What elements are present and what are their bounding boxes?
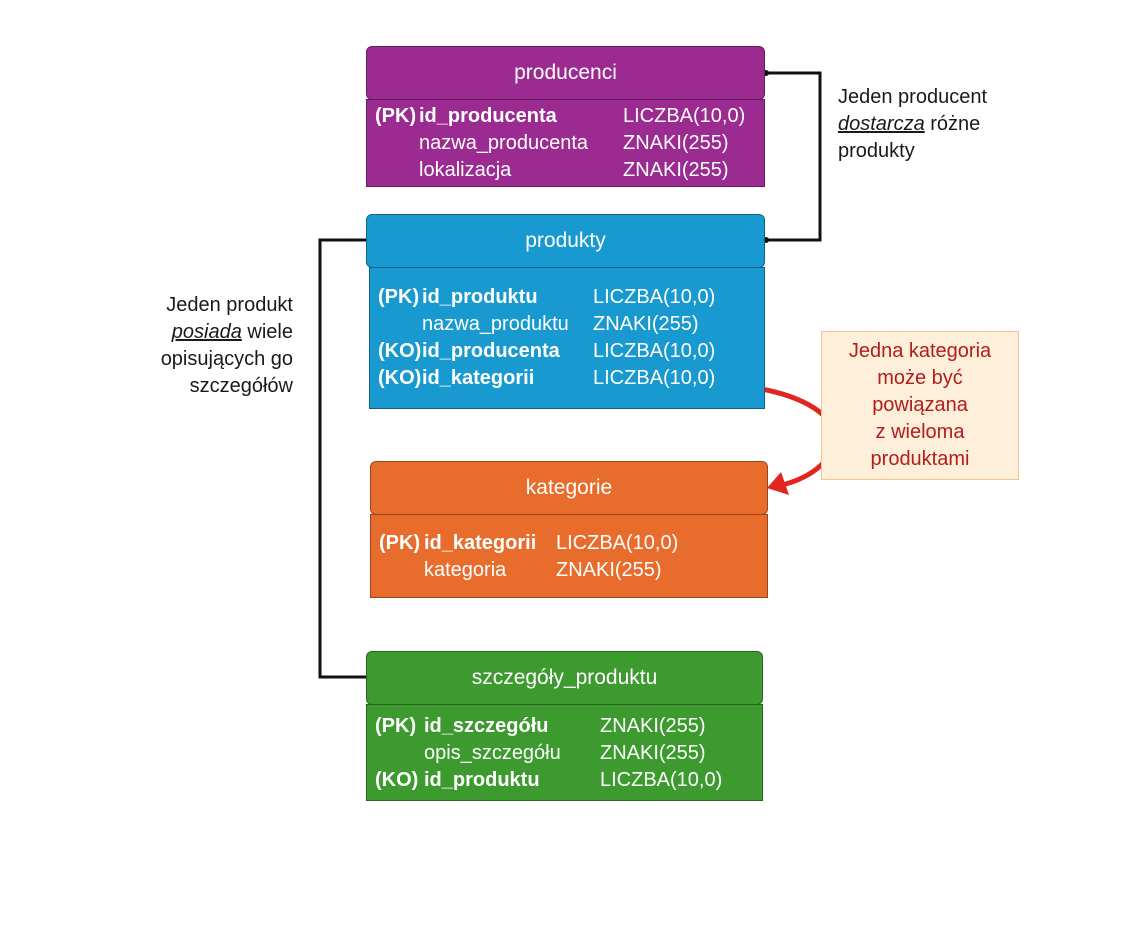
attribute-type: ZNAKI(255) [623, 159, 729, 181]
entity-body-produkty: (PK) id_produktu LICZBA(10,0) nazwa_prod… [369, 267, 765, 409]
note-line: posiada wiele [120, 319, 293, 346]
entity-header-kategorie: kategorie [370, 461, 768, 515]
attribute-row: (PK) id_producenta LICZBA(10,0) [367, 103, 764, 130]
callout-line: Jedna kategoria [848, 340, 992, 362]
key-label: (KO) [378, 367, 422, 389]
key-label: (PK) [375, 105, 417, 127]
entity-body-producenci: (PK) id_producenta LICZBA(10,0) nazwa_pr… [366, 99, 765, 187]
attribute-type: LICZBA(10,0) [593, 367, 716, 389]
note-text: różne [924, 113, 981, 135]
entity-kategorie: kategorie (PK) id_kategorii LICZBA(10,0)… [370, 461, 768, 598]
attribute-name: kategoria [424, 559, 507, 581]
key-label: (PK) [378, 286, 420, 308]
attribute-type: LICZBA(10,0) [600, 769, 723, 791]
note-line: Jeden produkt [166, 294, 293, 316]
attribute-name: nazwa_producenta [419, 132, 589, 154]
attribute-type: ZNAKI(255) [600, 742, 706, 764]
attribute-row: nazwa_produktu ZNAKI(255) [370, 311, 764, 338]
entity-header-szczegoly-produktu: szczegóły_produktu [366, 651, 763, 705]
note-line: dostarcza różne [838, 111, 987, 138]
attribute-type: LICZBA(10,0) [556, 532, 679, 554]
entity-header-produkty: produkty [366, 214, 765, 268]
callout-line: produktami [870, 448, 970, 470]
entity-title: szczegóły_produktu [471, 666, 658, 689]
attribute-type: LICZBA(10,0) [593, 340, 716, 362]
attribute-type: ZNAKI(255) [556, 559, 662, 581]
attribute-type: ZNAKI(255) [623, 132, 729, 154]
note-line: opisujących go [160, 348, 293, 370]
note-emphasis: dostarcza [838, 113, 925, 135]
attribute-row: (KO) id_producenta LICZBA(10,0) [370, 338, 764, 365]
entity-title: kategorie [525, 476, 613, 499]
callout-line: z wieloma [875, 421, 965, 443]
key-label: (KO) [375, 769, 419, 791]
attribute-name: opis_szczegółu [424, 742, 561, 764]
key-label: (PK) [375, 715, 417, 737]
attribute-name: id_szczegółu [424, 715, 549, 737]
note-emphasis: posiada [171, 321, 242, 343]
entity-body-szczegoly-produktu: (PK) id_szczegółu ZNAKI(255) opis_szczeg… [366, 704, 763, 801]
attribute-name: id_kategorii [424, 532, 537, 554]
entity-produkty: produkty (PK) id_produktu LICZBA(10,0) n… [366, 214, 765, 409]
note-text: wiele [241, 321, 293, 343]
attribute-row: kategoria ZNAKI(255) [371, 557, 767, 584]
attribute-type: ZNAKI(255) [593, 313, 699, 335]
entity-body-kategorie: (PK) id_kategorii LICZBA(10,0) kategoria… [370, 514, 768, 598]
category-callout: Jedna kategoria może być powiązana z wie… [821, 331, 1019, 480]
attribute-type: LICZBA(10,0) [623, 105, 746, 127]
attribute-type: ZNAKI(255) [600, 715, 706, 737]
entity-header-producenci: producenci [366, 46, 765, 100]
attribute-type: LICZBA(10,0) [593, 286, 716, 308]
entity-title: produkty [525, 229, 606, 252]
attribute-name: id_produktu [422, 286, 538, 308]
note-producer-supplies: Jeden producent dostarcza różne produkty [838, 84, 987, 165]
attribute-row: (PK) id_kategorii LICZBA(10,0) [371, 530, 767, 557]
entity-szczegoly-produktu: szczegóły_produktu (PK) id_szczegółu ZNA… [366, 651, 763, 801]
attribute-name: nazwa_produktu [422, 313, 569, 335]
entity-title: producenci [514, 61, 617, 84]
attribute-row: nazwa_producenta ZNAKI(255) [367, 130, 764, 157]
note-product-has-details: Jeden produkt posiada wiele opisujących … [120, 292, 293, 400]
attribute-name: lokalizacja [419, 159, 512, 181]
produkty-szczegoly-connector [318, 238, 367, 679]
attribute-row: (KO) id_produktu LICZBA(10,0) [367, 767, 762, 794]
attribute-row: (PK) id_szczegółu ZNAKI(255) [367, 713, 762, 740]
attribute-name: id_producenta [419, 105, 557, 127]
attribute-name: id_producenta [422, 340, 560, 362]
producenci-produkty-connector [766, 71, 822, 242]
note-line: produkty [838, 140, 915, 162]
attribute-name: id_produktu [424, 769, 540, 791]
attribute-row: (KO) id_kategorii LICZBA(10,0) [370, 365, 764, 392]
key-label: (PK) [379, 532, 421, 554]
note-line: Jeden producent [838, 86, 988, 108]
entity-producenci: producenci (PK) id_producenta LICZBA(10,… [366, 46, 765, 187]
callout-line: powiązana [872, 394, 968, 416]
arrowhead-kategorie [767, 472, 789, 495]
attribute-row: opis_szczegółu ZNAKI(255) [367, 740, 762, 767]
attribute-row: lokalizacja ZNAKI(255) [367, 157, 764, 184]
callout-line: może być [877, 367, 963, 389]
attribute-name: id_kategorii [422, 367, 535, 389]
key-label: (KO) [378, 340, 422, 362]
note-line: szczegółów [189, 375, 293, 397]
attribute-row: (PK) id_produktu LICZBA(10,0) [370, 284, 764, 311]
